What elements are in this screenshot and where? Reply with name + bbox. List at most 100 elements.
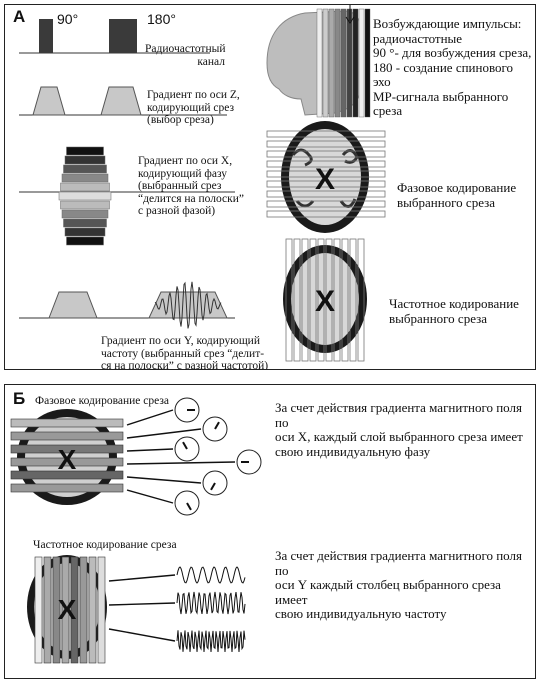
phase-stripe: [266, 190, 386, 198]
pulse-180-label: 180°: [147, 11, 176, 27]
frequency-stripe: [349, 238, 357, 362]
frequency-column: [34, 556, 43, 664]
phase-band: [10, 483, 124, 493]
phase-stripe: [266, 180, 386, 188]
arrow-line: [108, 602, 176, 606]
slice-plane: [322, 8, 329, 118]
slice-plane: [352, 8, 359, 118]
phase-clocks: [174, 397, 262, 516]
phase-step: [66, 236, 104, 246]
phase-band: [10, 470, 124, 480]
panel-b: X X Б Фазовое кодирование среза Частотно…: [4, 384, 536, 679]
phase-description: За счет действия градиента магнитного по…: [275, 400, 523, 459]
frequency-column: [97, 556, 106, 664]
frequency-column: [70, 556, 79, 664]
slice-plane: [358, 8, 365, 118]
gz-lobe-1: [32, 86, 66, 116]
frequency-column: [52, 556, 61, 664]
phase-step: [61, 209, 109, 219]
phase-arrows: [126, 409, 236, 504]
pulse-sequence-diagram: X X: [19, 5, 386, 362]
phase-step: [61, 173, 109, 183]
slice-plane: [328, 8, 335, 118]
slice-plane: [364, 8, 371, 118]
gradient-z-label: Градиент по оси Z,кодирующий срез(выбор …: [147, 89, 240, 126]
phase-step: [66, 146, 104, 156]
phase-stripe: [266, 160, 386, 168]
brain-slice-phase: X: [266, 121, 386, 233]
phase-stripe: [266, 140, 386, 148]
frequency-description: За счет действия градиента магнитного по…: [275, 548, 522, 621]
phase-stripe: [266, 150, 386, 158]
frequency-stripe: [357, 238, 365, 362]
phase-step: [60, 182, 110, 192]
phase-title: Фазовое кодирование среза: [35, 395, 169, 407]
arrow-line: [126, 409, 174, 426]
arrow-line: [126, 428, 202, 439]
frequency-stripe: [325, 238, 333, 362]
gy-lobe-1: [48, 291, 98, 319]
brain-slice-frequency: X: [283, 238, 367, 362]
frequency-column: [88, 556, 97, 664]
brain-slice-phase-bands: X: [10, 409, 124, 505]
encoding-illustration: X X: [10, 397, 262, 664]
phase-step: [60, 200, 110, 210]
svg-text:X: X: [315, 285, 335, 318]
phase-band: [10, 457, 124, 467]
frequency-column: [79, 556, 88, 664]
frequency-wave: [176, 566, 246, 584]
slice-planes: [316, 8, 371, 118]
echo-signal: [154, 281, 222, 329]
frequency-column: [61, 556, 70, 664]
pulse-180: [109, 19, 137, 53]
frequency-stripe: [309, 238, 317, 362]
arrow-line: [126, 448, 174, 452]
frequency-stripe: [333, 238, 341, 362]
phase-band: [10, 418, 124, 428]
arrow-line: [108, 574, 176, 582]
frequency-stripe: [293, 238, 301, 362]
gradient-x-label: Градиент по оси X,кодирующий фазу(выбран…: [138, 155, 244, 217]
phase-band: [10, 444, 124, 454]
slice-plane: [334, 8, 341, 118]
pulse-90: [39, 19, 53, 53]
phase-step: [63, 218, 107, 228]
svg-text:X: X: [58, 444, 77, 475]
slice-plane: [316, 8, 323, 118]
phase-encoding-table: [58, 146, 112, 246]
phase-stripe: [266, 210, 386, 218]
svg-text:X: X: [315, 163, 335, 196]
frequency-wave: [176, 591, 246, 615]
pulse-90-label: 90°: [57, 11, 79, 27]
phase-hand: [214, 421, 220, 430]
down-arrow-icon: [345, 5, 355, 24]
panel-b-label: Б: [13, 389, 26, 408]
phase-band: [10, 431, 124, 441]
arrow-line: [126, 489, 174, 504]
phase-hand: [210, 482, 216, 491]
phase-step: [64, 155, 106, 165]
arrow-line: [126, 476, 202, 484]
frequency-stripe: [317, 238, 325, 362]
slice-plane: [340, 8, 347, 118]
gz-lobe-2: [100, 86, 142, 116]
phase-step: [63, 164, 107, 174]
panel-a-label: А: [13, 7, 26, 26]
frequency-wave: [176, 630, 246, 653]
svg-text:X: X: [58, 594, 77, 625]
phase-step: [58, 191, 112, 201]
frequency-stripe: [285, 238, 293, 362]
slice-plane: [346, 8, 353, 118]
brain-slice-frequency-columns: X: [27, 555, 107, 664]
frequency-column: [43, 556, 52, 664]
frequency-title: Частотное кодирование среза: [33, 539, 177, 551]
phase-hand: [182, 441, 188, 450]
frequency-waves: [108, 566, 246, 653]
phase-stripe: [266, 200, 386, 208]
phase-step: [64, 227, 106, 237]
